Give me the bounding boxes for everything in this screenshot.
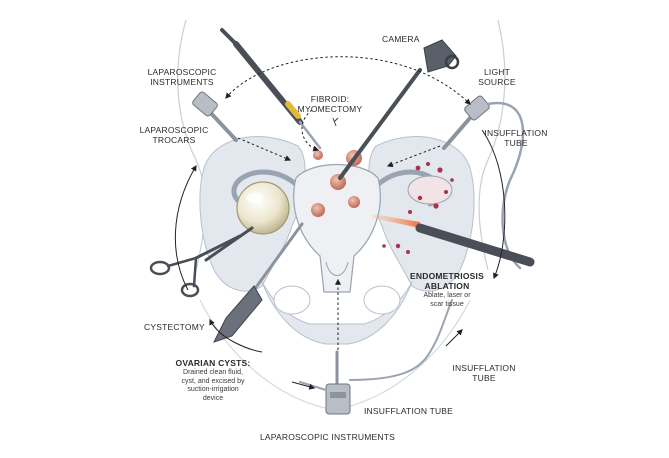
right-obturator (363, 285, 401, 315)
label-line: scar tissue (430, 300, 464, 308)
label-line: suction-irrigation (187, 386, 239, 393)
scissors-handle (149, 256, 200, 298)
label-endometriosis-detail: Ablate, laser or scar tissue (412, 292, 482, 309)
label-line: device (202, 394, 224, 402)
pointer-mark (332, 117, 339, 127)
label-line: Ablate, laser or (423, 292, 471, 299)
label-fibroid: FIBROID: MYOMECTOMY (288, 94, 372, 114)
solid-arrows (174, 129, 506, 390)
label-camera: CAMERA (382, 34, 420, 44)
label-insufflation-tube-top: INSUFFLATION TUBE (478, 128, 554, 148)
label-line: Drained clean fluid, (183, 369, 243, 376)
label-line: SOURCE (478, 77, 516, 87)
camera-handle (423, 39, 457, 73)
suction-shaft (252, 222, 304, 292)
cyst-probe (204, 226, 254, 262)
label-ovarian-cysts: OVARIAN CYSTS: (175, 358, 251, 368)
label-line: TROCARS (152, 135, 196, 145)
instruments (149, 28, 535, 415)
arrow-cystectomy (209, 318, 263, 353)
left-obturator (273, 285, 311, 315)
suction-handle (213, 285, 263, 343)
pubic-arch (261, 281, 413, 345)
ovarian-cyst (236, 181, 290, 235)
label-line: LIGHT (483, 67, 511, 77)
label-cystectomy: CYSTECTOMY (144, 322, 205, 332)
cervix-canal (325, 261, 349, 276)
insufflation-tube-lower (349, 299, 453, 381)
label-line: TUBE (504, 138, 528, 148)
label-line: INSUFFLATION (484, 128, 548, 138)
label-light-source: LIGHT SOURCE (472, 67, 522, 87)
label-line: INSUFFLATION (452, 363, 516, 373)
camera-scope (338, 68, 422, 180)
trocar-left (192, 91, 238, 142)
right-iliac-wing (368, 136, 475, 292)
label-insufflation-tube-right: INSUFFLATION TUBE (446, 363, 522, 383)
insufflation-tube-right (486, 101, 525, 270)
fibroid-4 (311, 203, 325, 217)
arrow-trocar-left (237, 137, 292, 161)
label-lap-instruments-top: LAPAROSCOPIC INSTRUMENTS (142, 67, 222, 87)
laser-beam (372, 214, 420, 228)
label-lap-instruments-bottom: LAPAROSCOPIC INSTRUMENTS (260, 432, 395, 442)
label-lap-trocars: LAPAROSCOPIC TROCARS (134, 125, 214, 145)
left-fallopian-tube (231, 169, 303, 207)
label-line: TUBE (472, 373, 496, 383)
label-endometriosis: ENDOMETRIOSIS ABLATION (404, 271, 490, 291)
arrow-fibroid (301, 109, 320, 152)
trocar-right (442, 95, 490, 150)
label-line: FIBROID: (310, 94, 350, 104)
label-line: ENDOMETRIOSIS (410, 271, 484, 281)
label-line: cyst, and excised by (181, 377, 245, 385)
label-insufflation-tube-bottom: INSUFFLATION TUBE (364, 406, 454, 416)
insufflation-port-bottom (299, 350, 351, 415)
fibroid-5 (348, 196, 360, 208)
arc-top (225, 56, 471, 105)
uterus (231, 163, 453, 293)
label-line: ABLATION (424, 281, 470, 291)
dashed-arrows (225, 56, 471, 350)
label-line: LAPAROSCOPIC (139, 125, 209, 135)
arrow-right-lower (445, 329, 463, 347)
arc-right (481, 129, 506, 280)
label-line: LAPAROSCOPIC (147, 67, 217, 77)
label-line: INSTRUMENTS (150, 77, 214, 87)
label-ovarian-cysts-detail: Drained clean fluid, cyst, and excised b… (166, 369, 260, 403)
right-ovary (407, 175, 453, 205)
arc-left (174, 164, 197, 291)
arrow-trocar-right (386, 145, 441, 168)
ablation-instrument (415, 223, 535, 267)
endometriosis-lesions (382, 162, 454, 254)
label-line: MYOMECTOMY (297, 104, 363, 114)
fibroid-1 (313, 150, 323, 160)
arrow-bottom-left (291, 381, 316, 390)
